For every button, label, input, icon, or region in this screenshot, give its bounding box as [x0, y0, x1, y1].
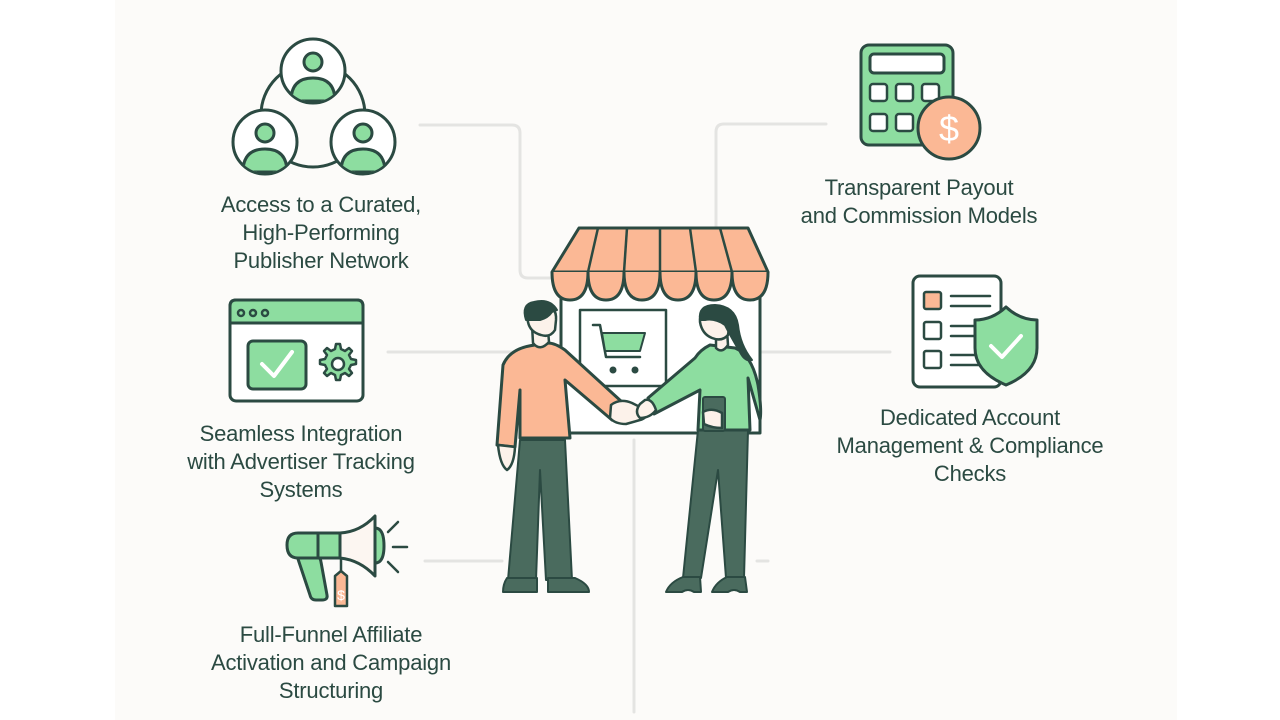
label-line: with Advertiser Tracking: [187, 449, 415, 474]
calculator-dollar-icon: [859, 43, 982, 161]
handshake: [608, 398, 658, 426]
tag-dollar-sign: $: [337, 587, 345, 603]
label-line: Management & Compliance: [836, 433, 1104, 458]
checklist-shield-icon: [911, 274, 1039, 389]
megaphone-price-tag-icon: [285, 514, 409, 608]
label-line: Systems: [259, 477, 343, 502]
label-line: Checks: [933, 461, 1007, 486]
label-line: Publisher Network: [233, 248, 409, 273]
benefit-label-tracking-integration: Seamless Integration with Advertiser Tra…: [167, 420, 435, 504]
label-line: Full-Funnel Affiliate: [239, 622, 423, 647]
person-right: [329, 108, 397, 176]
benefit-label-payout-models: Transparent Payout and Commission Models: [778, 174, 1060, 230]
awning: [550, 226, 770, 302]
connector-payout: [714, 122, 828, 230]
label-line: Seamless Integration: [199, 421, 403, 446]
label-line: and Commission Models: [800, 203, 1038, 228]
browser-check-gear-icon: [228, 298, 365, 403]
gear-icon: [318, 342, 358, 382]
shield-icon: [973, 305, 1039, 387]
man-figure: [495, 300, 624, 593]
label-line: Access to a Curated,: [220, 192, 422, 217]
person-top: [279, 37, 347, 105]
label-line: High-Performing: [242, 220, 400, 245]
label-line: Activation and Campaign: [211, 650, 451, 675]
label-line: Structuring: [278, 678, 384, 703]
people-network-icon: [231, 37, 397, 176]
connector-lines: [386, 122, 892, 714]
label-line: Transparent Payout: [824, 175, 1014, 200]
woman-figure: [646, 304, 763, 593]
benefit-label-affiliate-activation: Full-Funnel Affiliate Activation and Cam…: [190, 621, 472, 705]
benefit-label-publisher-network: Access to a Curated, High-Performing Pub…: [207, 191, 435, 275]
benefit-label-account-compliance: Dedicated Account Management & Complianc…: [815, 404, 1125, 488]
shopping-cart-icon: [591, 323, 646, 374]
person-left: [231, 108, 299, 176]
label-line: Dedicated Account: [879, 405, 1061, 430]
coin-dollar-sign: $: [939, 108, 959, 149]
connector-publisher: [418, 123, 554, 280]
